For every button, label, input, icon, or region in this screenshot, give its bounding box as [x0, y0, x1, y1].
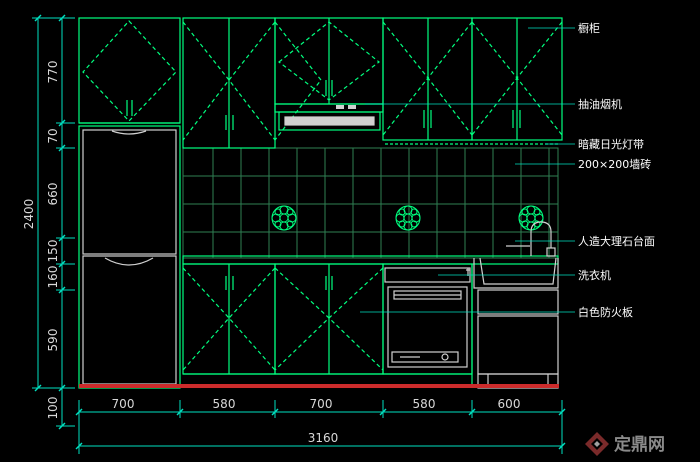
dim-upper-cabinet: 770 — [46, 61, 60, 84]
flower-tile-ornaments — [271, 205, 544, 231]
dim-light-strip: 70 — [46, 128, 60, 143]
upper-cabinets — [78, 17, 563, 149]
dim-drawer: 160 — [46, 266, 60, 289]
callout-wall-tile: 200×200墙砖 — [578, 157, 651, 171]
dim-width-fridge: 700 — [112, 397, 135, 411]
dim-total-height: 2400 — [22, 199, 36, 230]
callout-countertop: 人造大理石台面 — [578, 234, 655, 248]
dim-width-washer: 580 — [413, 397, 436, 411]
callout-light-strip: 暗藏日光灯带 — [578, 137, 644, 151]
watermark-text: 定鼎网 — [614, 434, 665, 455]
dim-countertop: 150 — [46, 240, 60, 263]
range-hood — [274, 103, 384, 131]
callout-washing-machine: 洗衣机 — [578, 268, 611, 282]
callout-cabinet: 橱柜 — [578, 21, 600, 35]
dim-width-sink: 600 — [498, 397, 521, 411]
dim-width-cabinet-2: 580 — [213, 397, 236, 411]
sink-unit — [466, 221, 559, 389]
dim-width-cabinet-3: 700 — [310, 397, 333, 411]
dim-total-width: 3160 — [308, 431, 339, 445]
dim-plinth: 100 — [46, 397, 60, 420]
dimension-lines — [32, 17, 563, 454]
callout-fireproof-board: 白色防火板 — [578, 305, 633, 319]
dimension-ticks — [34, 14, 566, 450]
tile-wall — [182, 147, 559, 259]
dim-base-cabinet: 590 — [46, 329, 60, 352]
callout-range-hood: 抽油烟机 — [578, 97, 622, 111]
floor-line — [79, 384, 559, 388]
dim-wall-tile: 660 — [46, 183, 60, 206]
callout-leaders — [360, 27, 575, 313]
watermark-logo-icon — [585, 432, 609, 456]
